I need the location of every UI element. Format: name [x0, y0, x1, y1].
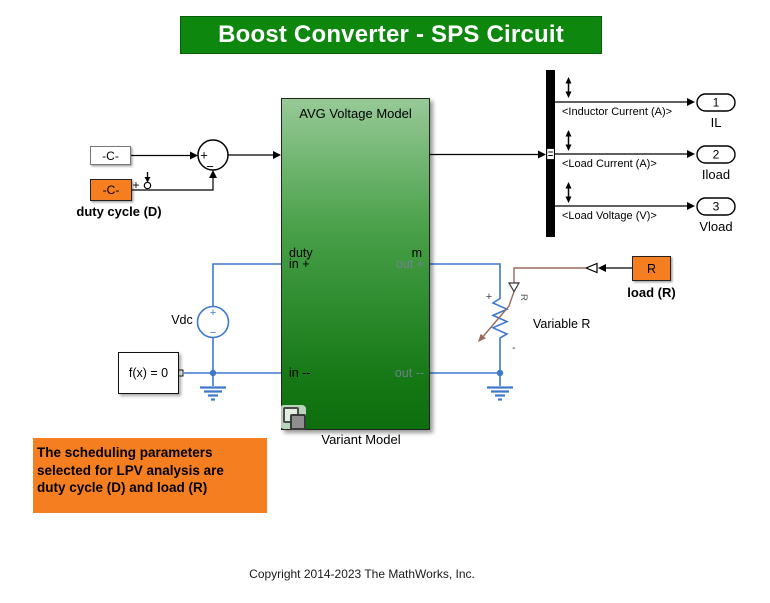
port-in-plus[interactable]: in + — [289, 257, 310, 271]
outport-1-number: 1 — [713, 96, 720, 110]
lpv-annotation-box: The scheduling parameters selected for L… — [33, 438, 267, 513]
outport-3-number: 3 — [713, 200, 720, 214]
port-in-minus[interactable]: in -- — [289, 366, 311, 380]
wire-ps-loadR[interactable] — [513, 267, 586, 283]
arrowhead — [687, 202, 695, 210]
subsystem-title: AVG Voltage Model — [299, 106, 412, 121]
variable-resistor-arrow[interactable] — [480, 291, 515, 340]
arrowhead — [273, 151, 281, 159]
port-out-minus[interactable]: out -- — [394, 366, 424, 380]
sum-circle[interactable] — [197, 139, 229, 171]
signal-label-load-voltage: <Load Voltage (V)> — [562, 210, 657, 222]
solver-config-block[interactable]: f(x) = 0 — [118, 352, 179, 394]
resistor-minus-label: - — [512, 342, 516, 354]
resistor-zigzag[interactable] — [491, 296, 509, 341]
bus-selector-input-icon — [546, 148, 555, 160]
analysis-plus-sign: + — [132, 178, 139, 192]
title-banner: Boost Converter - SPS Circuit — [180, 16, 602, 54]
variant-badge-icon[interactable] — [280, 405, 306, 430]
port-out-plus[interactable]: out + — [395, 257, 424, 271]
outports: 1 2 3 — [696, 93, 736, 216]
signal-label-inductor-current: <Inductor Current (A)> — [562, 106, 673, 118]
arrowhead — [190, 151, 198, 160]
vdc-source-block[interactable]: + − — [196, 305, 230, 340]
ps-converter-icon — [584, 262, 598, 274]
variable-R-label: Variable R — [533, 317, 591, 331]
arrowhead — [538, 150, 546, 159]
wire-outplus-to-resistor[interactable] — [428, 263, 501, 296]
sum-plus-sign: + — [200, 148, 208, 163]
annotation-line-2: selected for LPV analysis are — [37, 462, 224, 478]
arrowhead — [687, 98, 695, 106]
resistor-R-port-label: R — [518, 294, 529, 301]
electrical-wires — [184, 263, 509, 374]
analysis-circle — [143, 181, 152, 190]
load-R-label: load (R) — [627, 285, 676, 300]
constant-block-duty[interactable]: -C- — [90, 179, 132, 201]
annotation-line-3: duty cycle (D) and load (R) — [37, 480, 208, 495]
signal-label-load-current: <Load Current (A)> — [562, 158, 657, 170]
arrowheads — [190, 98, 695, 272]
avg-voltage-model-block[interactable]: AVG Voltage Model duty m in + in -- out … — [280, 98, 430, 430]
sum-minus-sign: − — [206, 159, 214, 174]
outport-3-name: Vload — [699, 219, 733, 234]
outport-2-name: Iload — [701, 167, 731, 182]
outport-3[interactable] — [696, 197, 736, 216]
port-duty[interactable]: duty — [289, 246, 313, 260]
outport-1-name: IL — [710, 115, 722, 130]
vdc-plus-sign: + — [210, 307, 216, 319]
wire-const2-to-sum[interactable] — [132, 174, 214, 191]
physical-signal-line — [480, 267, 586, 340]
outport-1[interactable] — [696, 93, 736, 112]
variant-model-caption: Variant Model — [321, 432, 401, 447]
outport-2-number: 2 — [713, 148, 720, 162]
ground-right-icon[interactable] — [487, 373, 513, 401]
arrowhead — [209, 170, 217, 178]
outport-2[interactable] — [696, 145, 736, 164]
variant-badge-front-square — [290, 414, 306, 430]
analysis-output-marker-heads — [565, 77, 572, 203]
port-m[interactable]: m — [411, 246, 422, 260]
copyright-text: Copyright 2014-2023 The MathWorks, Inc. — [249, 567, 475, 581]
variable-resistor-arrowhead — [478, 333, 486, 342]
duty-cycle-label: duty cycle (D) — [76, 204, 162, 219]
ps-port-triangle-icon — [507, 282, 521, 293]
signal-wires — [131, 101, 688, 269]
wire-inplus-to-vdc[interactable] — [212, 263, 283, 307]
annotation-line-1: The scheduling parameters — [37, 445, 213, 460]
constant-block-1[interactable]: -C- — [90, 146, 131, 165]
analysis-input-marker-icon[interactable]: + — [132, 172, 152, 192]
ground-left-icon[interactable] — [200, 373, 226, 401]
vdc-minus-sign: − — [210, 327, 216, 339]
vdc-circle[interactable] — [196, 305, 230, 339]
analysis-arrow-head — [144, 177, 151, 183]
arrowhead — [598, 264, 606, 272]
resistor-plus-label: + — [486, 291, 492, 303]
vdc-label: Vdc — [171, 313, 193, 327]
load-R-block[interactable]: R — [632, 256, 671, 281]
sum-block[interactable]: + − — [197, 139, 229, 174]
arrowhead — [687, 150, 695, 158]
